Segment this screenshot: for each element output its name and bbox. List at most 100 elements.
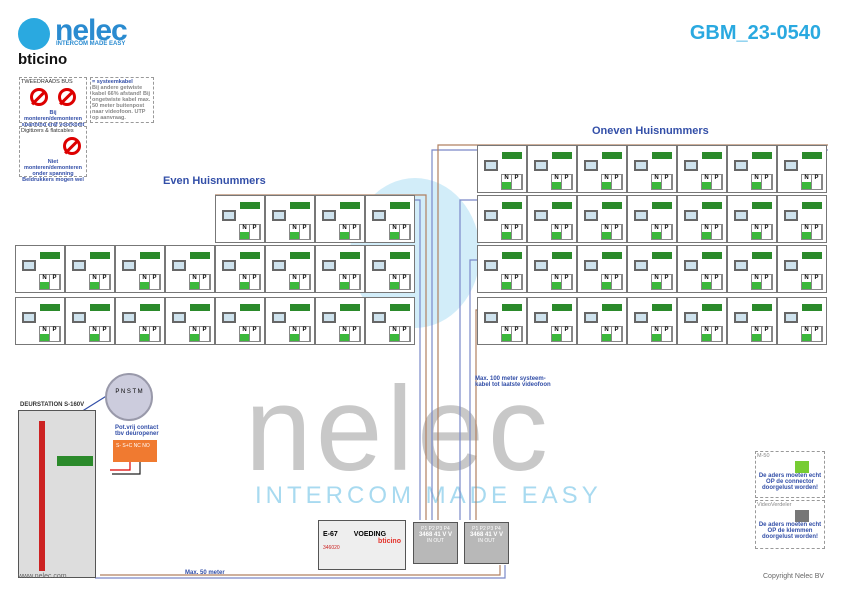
- unit-n-label: N: [140, 275, 150, 289]
- video-distributor-2[interactable]: P1 P2 P3 P4 3468 41 V V IN OUT: [464, 522, 509, 564]
- power-supply[interactable]: E-67 VOEDING bticino 346020: [318, 520, 406, 570]
- unit-number-dial: [240, 232, 249, 239]
- unit-n-label: N: [602, 175, 612, 189]
- door-station[interactable]: [18, 410, 96, 578]
- distributor-ports: P1 P2 P3 P4: [472, 526, 501, 532]
- videophone-icon: [634, 260, 648, 271]
- unit-number-dial: [390, 232, 399, 239]
- bus-terminal: [390, 252, 410, 259]
- unit-p-label: P: [812, 275, 822, 289]
- video-distributor-1[interactable]: P1 P2 P3 P4 3468 41 V V IN OUT: [413, 522, 458, 564]
- unit-n-label: N: [290, 275, 300, 289]
- unit-n-label: N: [40, 327, 50, 341]
- videophone-icon: [172, 312, 186, 323]
- max-100-note: Max. 100 meter systeem-kabel tot laatste…: [475, 376, 551, 388]
- bus-terminal: [240, 252, 260, 259]
- unit-number-dial: [602, 182, 611, 189]
- power-label: VOEDING: [353, 531, 387, 538]
- bus-terminal: [90, 252, 110, 259]
- videophone-icon: [322, 312, 336, 323]
- videophone-icon: [584, 260, 598, 271]
- videophone-icon: [784, 260, 798, 271]
- unit-n-label: N: [702, 275, 712, 289]
- videophone-icon: [584, 210, 598, 221]
- videophone-icon: [784, 160, 798, 171]
- nelec-logo-icon: [18, 18, 50, 50]
- videophone-icon: [534, 160, 548, 171]
- connector-zoom: P N S T M: [105, 373, 153, 421]
- unit-p-label: P: [612, 225, 622, 239]
- videophone-icon: [534, 312, 548, 323]
- footer-url[interactable]: www.nelec.com: [18, 573, 67, 580]
- legend-bus-title: TWEEDRAADS BUS: [21, 79, 73, 85]
- bus-terminal: [702, 152, 722, 159]
- m50-text: De aders moeten echt OP de connector doo…: [758, 473, 822, 491]
- document-id: GBM_23-0540: [689, 22, 821, 44]
- unit-p-label: P: [200, 327, 210, 341]
- unit-number-dial: [602, 282, 611, 289]
- unit-number-dial: [652, 182, 661, 189]
- bus-terminal: [290, 252, 310, 259]
- unit-number-dial: [702, 232, 711, 239]
- unit-p-label: P: [150, 275, 160, 289]
- brand-logo: nelec: [55, 14, 128, 47]
- no-power-icon: [58, 88, 76, 106]
- unit-n-label: N: [752, 275, 762, 289]
